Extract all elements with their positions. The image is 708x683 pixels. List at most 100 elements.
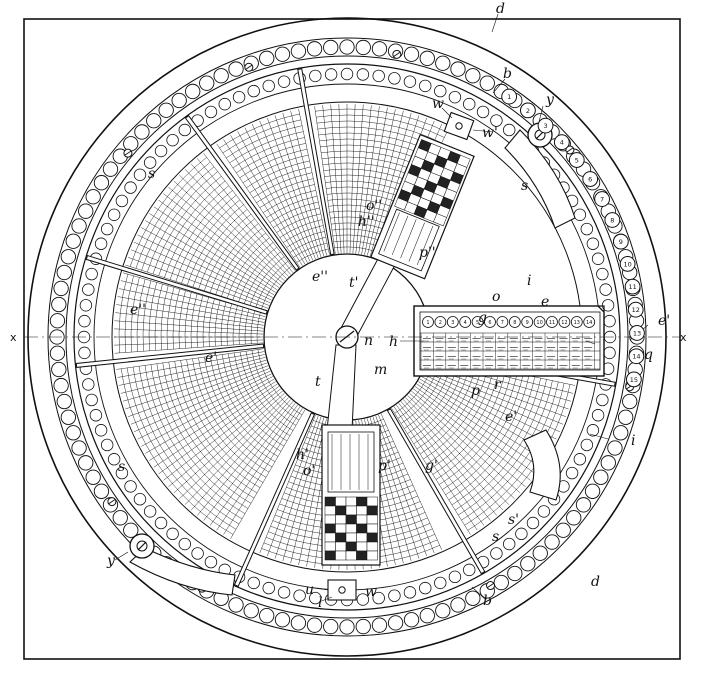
- hole: [78, 314, 91, 328]
- hole: [89, 409, 103, 422]
- hole: [403, 586, 417, 599]
- carriage-digit: 9: [526, 320, 529, 326]
- label-w-prime: w': [482, 125, 498, 141]
- block-w-bottom: [327, 579, 357, 601]
- label-e-prime-dial: e': [658, 313, 670, 329]
- hole: [502, 537, 516, 551]
- carriage-digit-circle: [422, 316, 434, 328]
- clamp-y-bottom: [129, 533, 155, 559]
- spoke: [85, 254, 268, 315]
- carriage-digit: 8: [513, 320, 516, 326]
- hole: [247, 576, 260, 590]
- carriage-digit-circle: [434, 316, 447, 328]
- leader-lines: [114, 13, 649, 603]
- label-s-prime: s': [508, 512, 519, 528]
- ball: [158, 102, 174, 118]
- ball: [56, 393, 72, 410]
- label-n: n: [364, 333, 373, 349]
- hole: [526, 516, 540, 530]
- label-m: m: [374, 362, 387, 378]
- dial-number-circle: [612, 233, 629, 250]
- ball: [618, 409, 634, 425]
- label-e: e: [541, 294, 549, 310]
- lower-slide: [321, 424, 381, 566]
- carriage-digit: 14: [586, 320, 592, 326]
- ball: [613, 425, 629, 441]
- ball: [607, 440, 623, 456]
- curved-arm-right: [523, 429, 561, 501]
- label-s-3: s: [118, 459, 125, 475]
- label-g-prime: g': [425, 458, 438, 474]
- hole: [515, 527, 528, 541]
- carriage-digit: 7: [501, 320, 504, 326]
- ball: [403, 612, 420, 628]
- dial-number-circle: [568, 152, 585, 168]
- carriage-digit-circle: [496, 316, 509, 328]
- carriage-digit-circle: [570, 316, 583, 328]
- block-w-top: [443, 111, 475, 141]
- ball: [51, 361, 67, 378]
- label-w: w: [432, 96, 444, 112]
- ball: [465, 68, 481, 84]
- ball: [306, 41, 323, 57]
- ball: [306, 617, 323, 633]
- dial-number: 5: [575, 156, 579, 164]
- ball: [123, 136, 139, 152]
- hole: [565, 466, 579, 480]
- dial-number: 13: [633, 329, 641, 337]
- upper-slide: [370, 133, 475, 280]
- ball: [53, 280, 69, 297]
- outer-frame: [23, 18, 681, 660]
- spoke: [297, 68, 335, 256]
- ball: [479, 75, 495, 91]
- hole: [204, 105, 218, 119]
- ball: [65, 425, 81, 441]
- hole: [309, 69, 322, 83]
- ball: [71, 440, 87, 456]
- label-w-bottom: w: [365, 584, 377, 600]
- hole: [448, 570, 462, 584]
- ball: [228, 61, 244, 77]
- hole: [133, 492, 147, 506]
- dial-number-circle: [627, 301, 644, 318]
- hole: [599, 283, 612, 296]
- dial-number-circle: [594, 191, 610, 207]
- dial-number: 8: [610, 216, 614, 224]
- ball: [243, 603, 259, 619]
- carriage-digit-circle: [521, 316, 534, 328]
- dial-number-circle: [624, 278, 641, 295]
- hole: [463, 97, 476, 111]
- label-o-dblprime: o'': [366, 198, 382, 214]
- label-u: u: [305, 582, 314, 598]
- curved-arm-top: [504, 129, 576, 229]
- dial-number-circle: [628, 348, 645, 365]
- ball: [600, 455, 616, 471]
- label-s-4: s: [492, 529, 499, 545]
- label-t-prime: t': [349, 275, 358, 291]
- ball: [371, 41, 388, 57]
- hole: [340, 67, 354, 81]
- label-e-dblprime-upper: e'': [130, 302, 146, 318]
- ball: [339, 39, 355, 55]
- ball: [259, 50, 275, 66]
- ball: [49, 313, 66, 329]
- ball: [371, 617, 388, 633]
- ball: [575, 497, 592, 513]
- hole: [419, 581, 432, 595]
- carriage-digit: 11: [549, 320, 555, 326]
- hole: [596, 393, 609, 407]
- hole: [82, 283, 95, 296]
- carriage-digit-circle: [583, 316, 596, 328]
- hole: [603, 314, 616, 328]
- hole: [166, 133, 179, 147]
- hole: [601, 299, 615, 312]
- hole: [262, 79, 275, 93]
- hole: [204, 555, 218, 569]
- ball: [387, 615, 404, 631]
- dial-number: 10: [623, 260, 631, 268]
- hole: [580, 222, 594, 236]
- hole: [107, 453, 121, 466]
- label-t: t: [315, 374, 321, 390]
- hole: [293, 589, 306, 602]
